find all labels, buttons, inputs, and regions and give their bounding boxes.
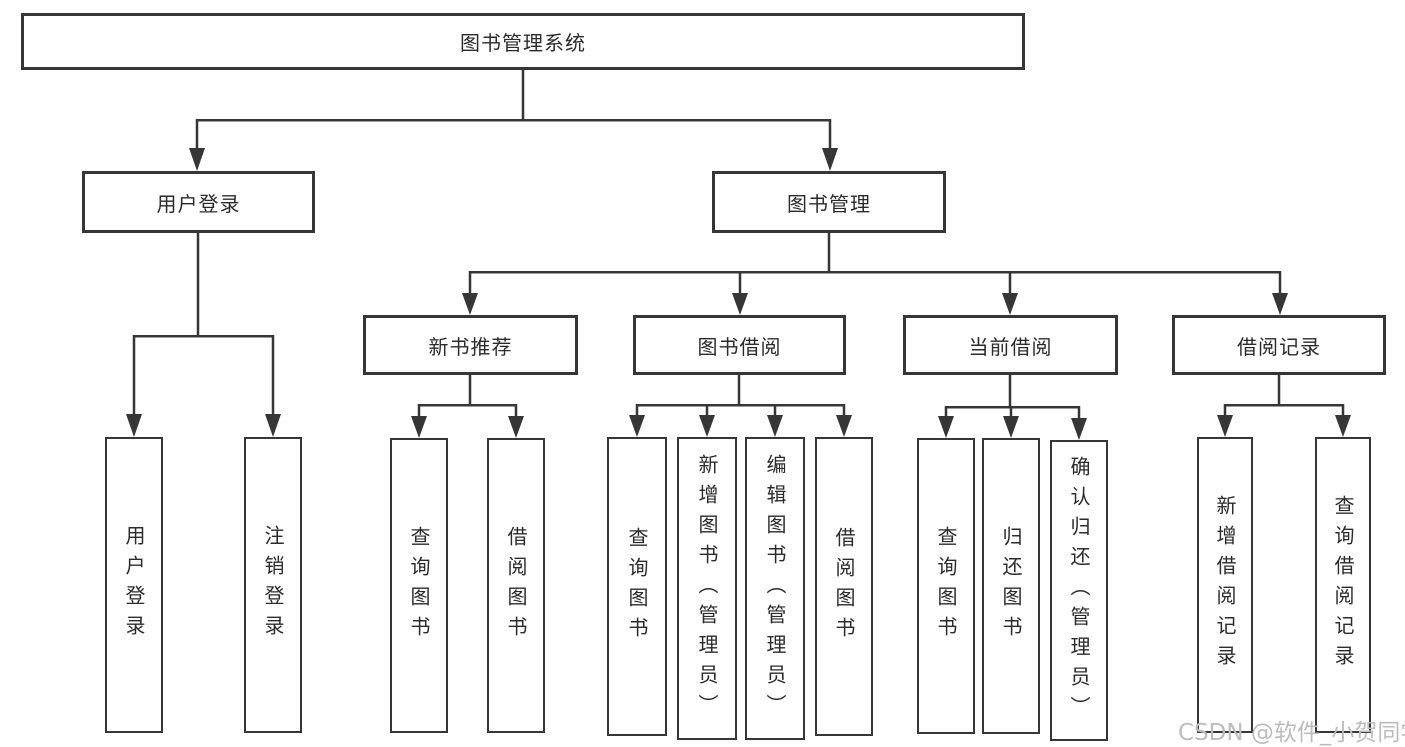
node-label: 当前借阅 [968, 334, 1053, 359]
arrowheads [126, 148, 1351, 440]
node-label: 确认归还（管理员） [1067, 455, 1091, 726]
csdn-watermark: CSDN @软件_小贺同学 [1178, 720, 1405, 746]
node-label: 查询借阅记录 [1331, 495, 1355, 675]
leaf-newbook-query-books: 查询图书 [390, 438, 448, 733]
node-borrow-records: 借阅记录 [1172, 315, 1386, 375]
leaf-borrow-query-books: 查询图书 [607, 437, 667, 736]
leaf-add-borrow-record: 新增借阅记录 [1197, 437, 1253, 733]
leaf-user-login: 用户登录 [105, 437, 163, 733]
node-label: 新书推荐 [428, 334, 513, 359]
leaf-logout: 注销登录 [244, 437, 302, 733]
leaf-return-books: 归还图书 [982, 438, 1040, 734]
node-label: 新增借阅记录 [1213, 495, 1237, 675]
node-current-borrow: 当前借阅 [903, 315, 1118, 375]
node-label: 借阅图书 [504, 525, 528, 646]
leaf-confirm-return-admin: 确认归还（管理员） [1050, 440, 1108, 741]
leaf-current-query-books: 查询图书 [917, 438, 975, 734]
node-label: 借阅图书 [832, 526, 856, 647]
node-new-book-recommend: 新书推荐 [363, 315, 578, 375]
leaf-edit-books-admin: 编辑图书（管理员） [745, 437, 805, 740]
node-label: 图书管理 [787, 191, 871, 216]
node-label: 查询图书 [934, 526, 958, 646]
node-library-system-root: 图书管理系统 [21, 13, 1025, 70]
node-label: 查询图书 [625, 526, 649, 647]
tree-edges [132, 70, 1345, 420]
node-label: 注销登录 [261, 525, 285, 645]
node-label: 用户登录 [122, 525, 146, 645]
node-user-login: 用户登录 [82, 171, 315, 233]
node-label: 图书借阅 [697, 334, 782, 359]
leaf-borrow-borrow-books: 借阅图书 [815, 437, 873, 736]
node-label: 用户登录 [156, 191, 241, 216]
node-label: 归还图书 [999, 526, 1023, 646]
node-label: 借阅记录 [1237, 334, 1321, 359]
node-book-management: 图书管理 [712, 171, 946, 233]
leaf-newbook-borrow-books: 借阅图书 [487, 438, 545, 733]
node-label: 新增图书（管理员） [695, 453, 719, 724]
leaf-query-borrow-record: 查询借阅记录 [1315, 437, 1371, 733]
leaf-add-books-admin: 新增图书（管理员） [677, 437, 737, 740]
node-label: 图书管理系统 [460, 31, 586, 55]
node-label: 编辑图书（管理员） [763, 453, 787, 724]
node-label: 查询图书 [407, 525, 431, 646]
node-book-borrow: 图书借阅 [633, 315, 846, 375]
